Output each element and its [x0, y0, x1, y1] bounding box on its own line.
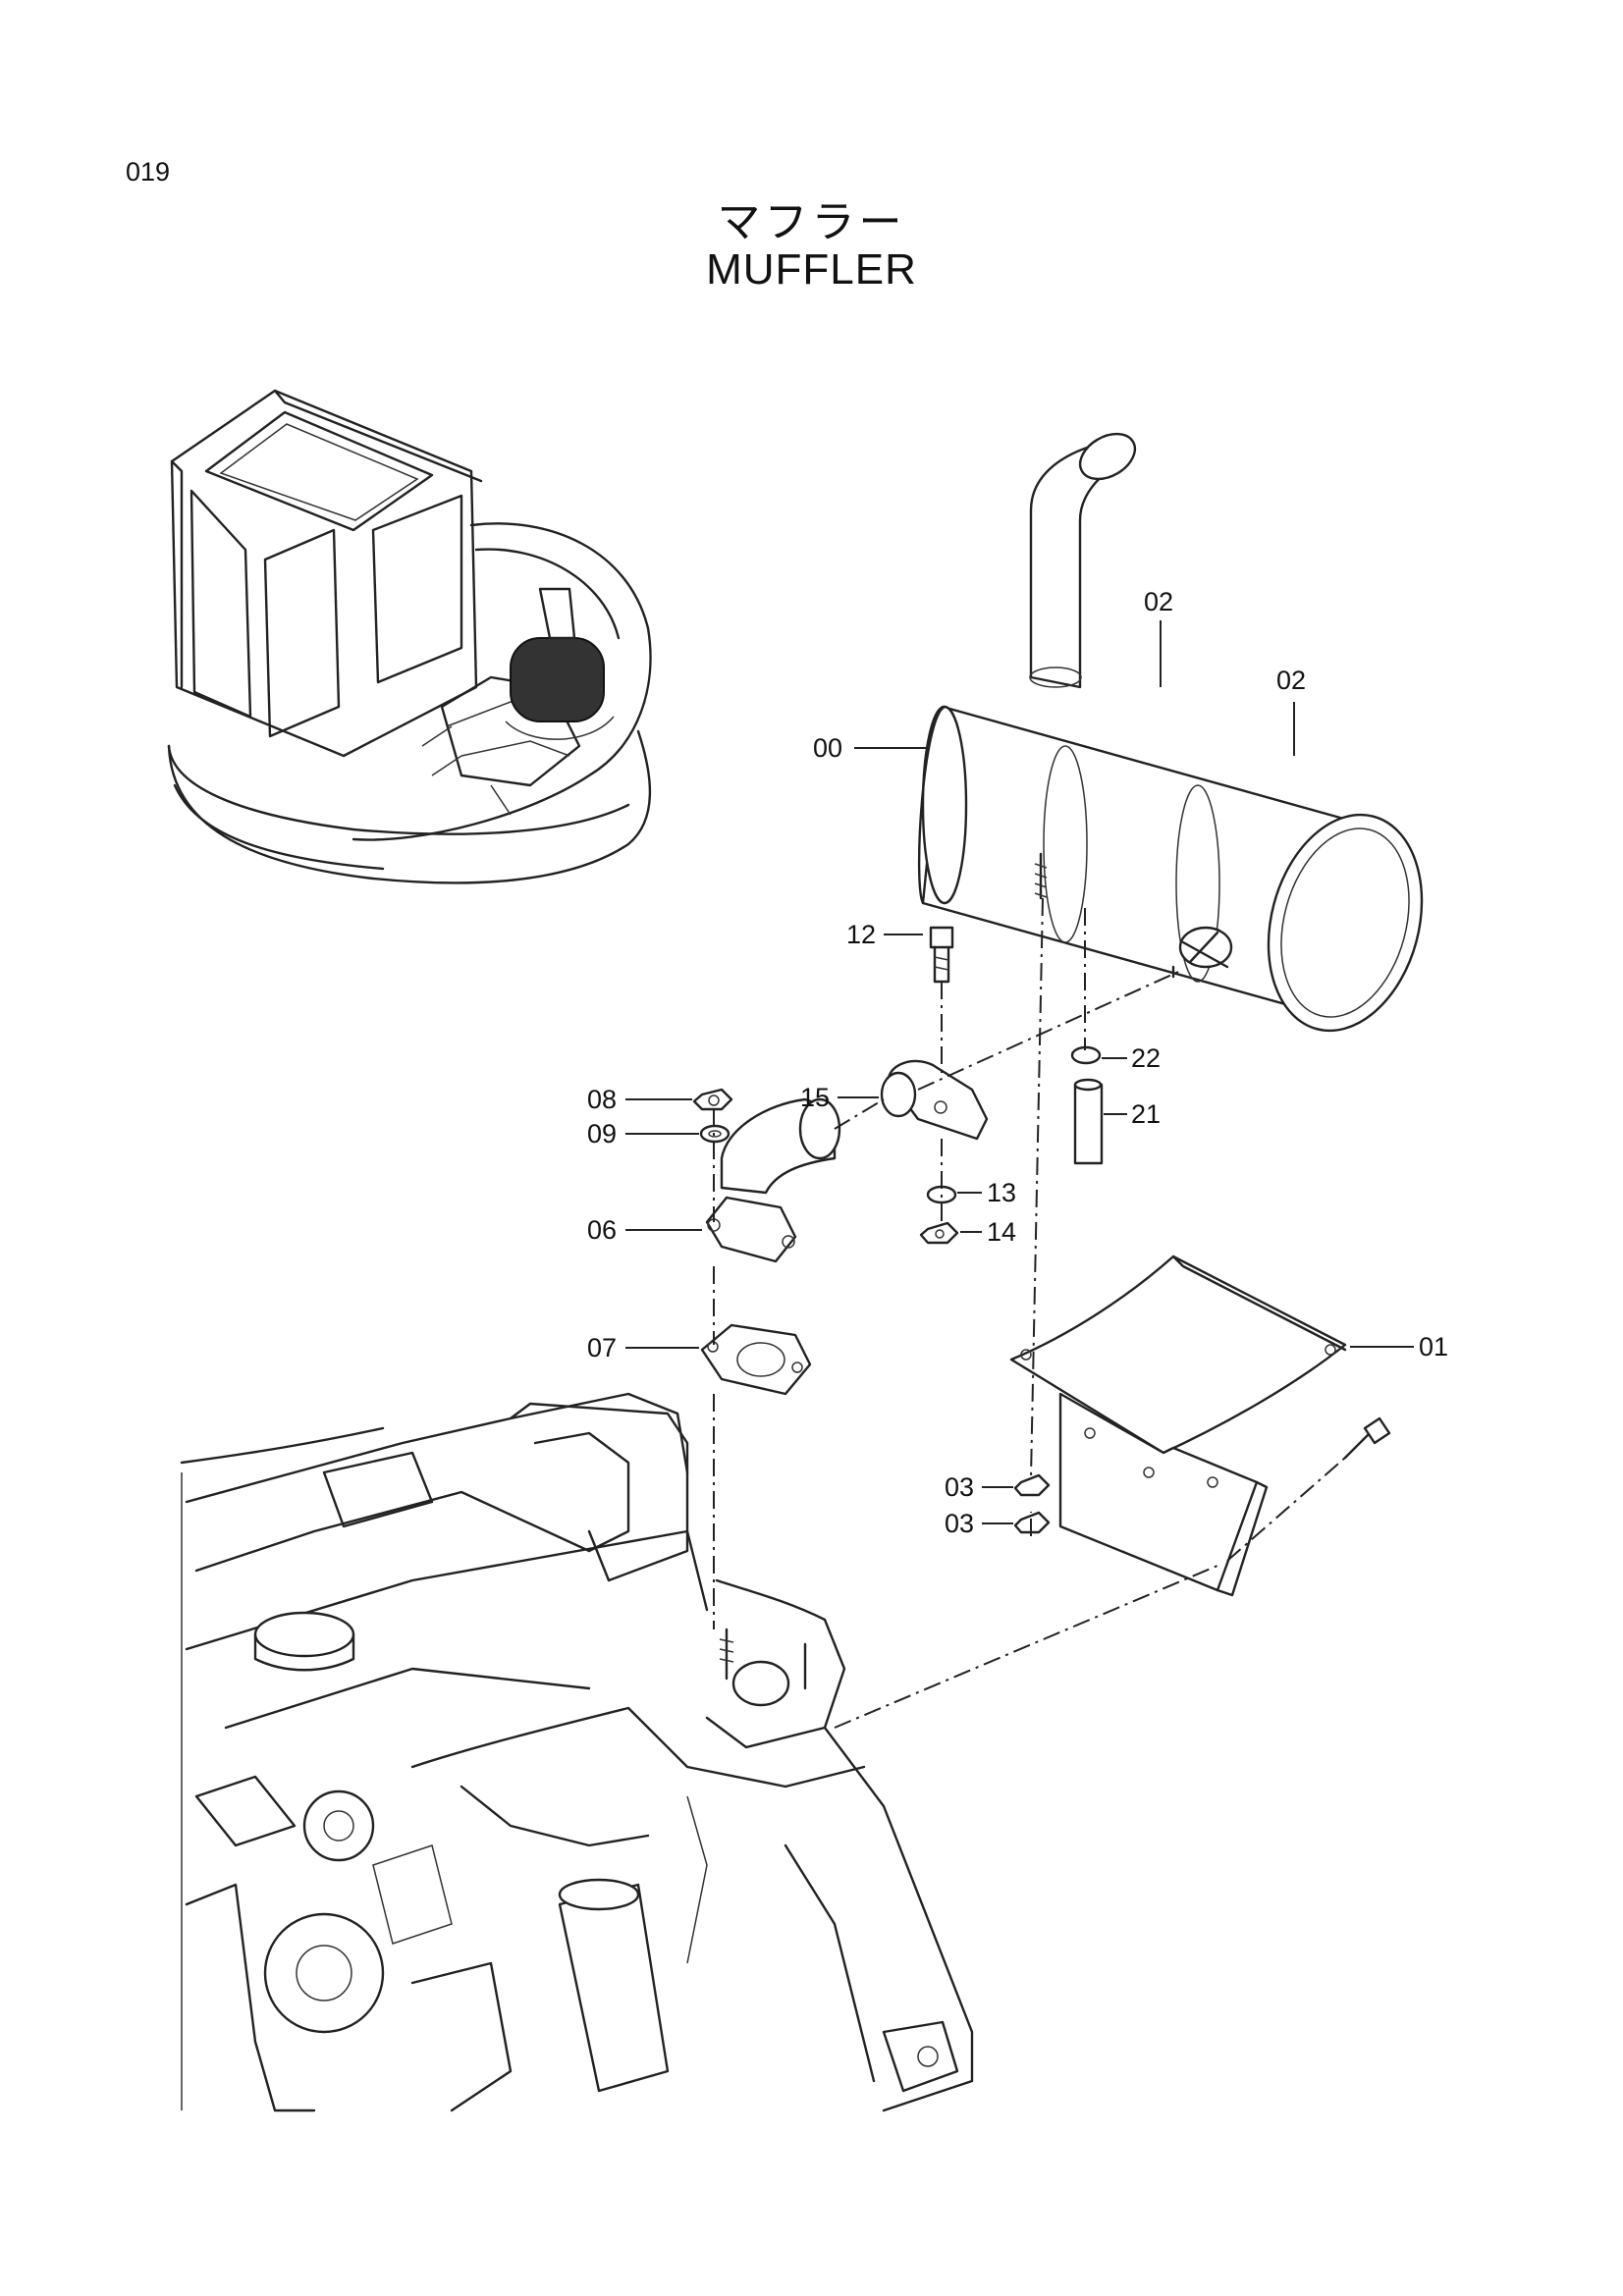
callout-label-07: 07 — [587, 1333, 617, 1362]
nut-03-upper — [1013, 1473, 1051, 1497]
callout-label-15: 15 — [800, 1083, 830, 1112]
callout-14: 14 — [960, 1217, 1016, 1247]
title-english: MUFFLER — [706, 245, 917, 294]
callout-label-13: 13 — [987, 1178, 1016, 1207]
nut-14 — [919, 1221, 959, 1245]
callout-label-03-lower: 03 — [945, 1509, 974, 1538]
callout-label-02-lower: 02 — [1276, 666, 1306, 695]
callout-02-lower: 02 — [1276, 666, 1306, 756]
excavator-overview-illustration — [167, 389, 652, 884]
clamp-15 — [880, 1059, 989, 1141]
callout-label-03-upper: 03 — [945, 1472, 974, 1502]
callout-12: 12 — [846, 920, 923, 949]
page-number: 019 — [126, 157, 171, 187]
callout-13: 13 — [957, 1178, 1016, 1207]
muffler-body — [917, 432, 1424, 1033]
bracket-01 — [1009, 1255, 1391, 1597]
callout-01: 01 — [1350, 1332, 1448, 1362]
callout-label-14: 14 — [987, 1217, 1016, 1247]
highlighted-muffler-shape — [510, 637, 605, 722]
callout-22: 22 — [1102, 1043, 1161, 1073]
callout-label-09: 09 — [587, 1119, 617, 1148]
callout-label-12: 12 — [846, 920, 876, 949]
spacer-tube-21 — [1073, 1078, 1104, 1165]
title-japanese: マフラー — [717, 197, 906, 247]
callout-08: 08 — [587, 1085, 692, 1114]
callout-label-01: 01 — [1419, 1332, 1448, 1362]
callout-15: 15 — [800, 1083, 879, 1112]
callout-03-upper: 03 — [945, 1472, 1013, 1502]
exhaust-elbow-06 — [705, 1097, 841, 1263]
gasket-07 — [700, 1323, 812, 1396]
callout-label-00: 00 — [813, 733, 842, 763]
callout-06: 06 — [587, 1215, 702, 1245]
callout-label-21: 21 — [1131, 1099, 1161, 1129]
assembly-centerlines — [713, 897, 1346, 1729]
callout-00: 00 — [813, 733, 928, 763]
engine-block-illustration — [180, 1392, 974, 2112]
callout-07: 07 — [587, 1333, 699, 1362]
callout-03-lower: 03 — [945, 1509, 1013, 1538]
callout-label-06: 06 — [587, 1215, 617, 1245]
bolt-12 — [929, 926, 954, 984]
nut-08 — [692, 1088, 733, 1111]
callout-label-08: 08 — [587, 1085, 617, 1114]
callout-label-02-upper: 02 — [1144, 587, 1173, 616]
callout-21: 21 — [1104, 1099, 1161, 1129]
callout-09: 09 — [587, 1119, 699, 1148]
callout-02-upper: 02 — [1144, 587, 1173, 687]
callout-label-22: 22 — [1131, 1043, 1161, 1073]
